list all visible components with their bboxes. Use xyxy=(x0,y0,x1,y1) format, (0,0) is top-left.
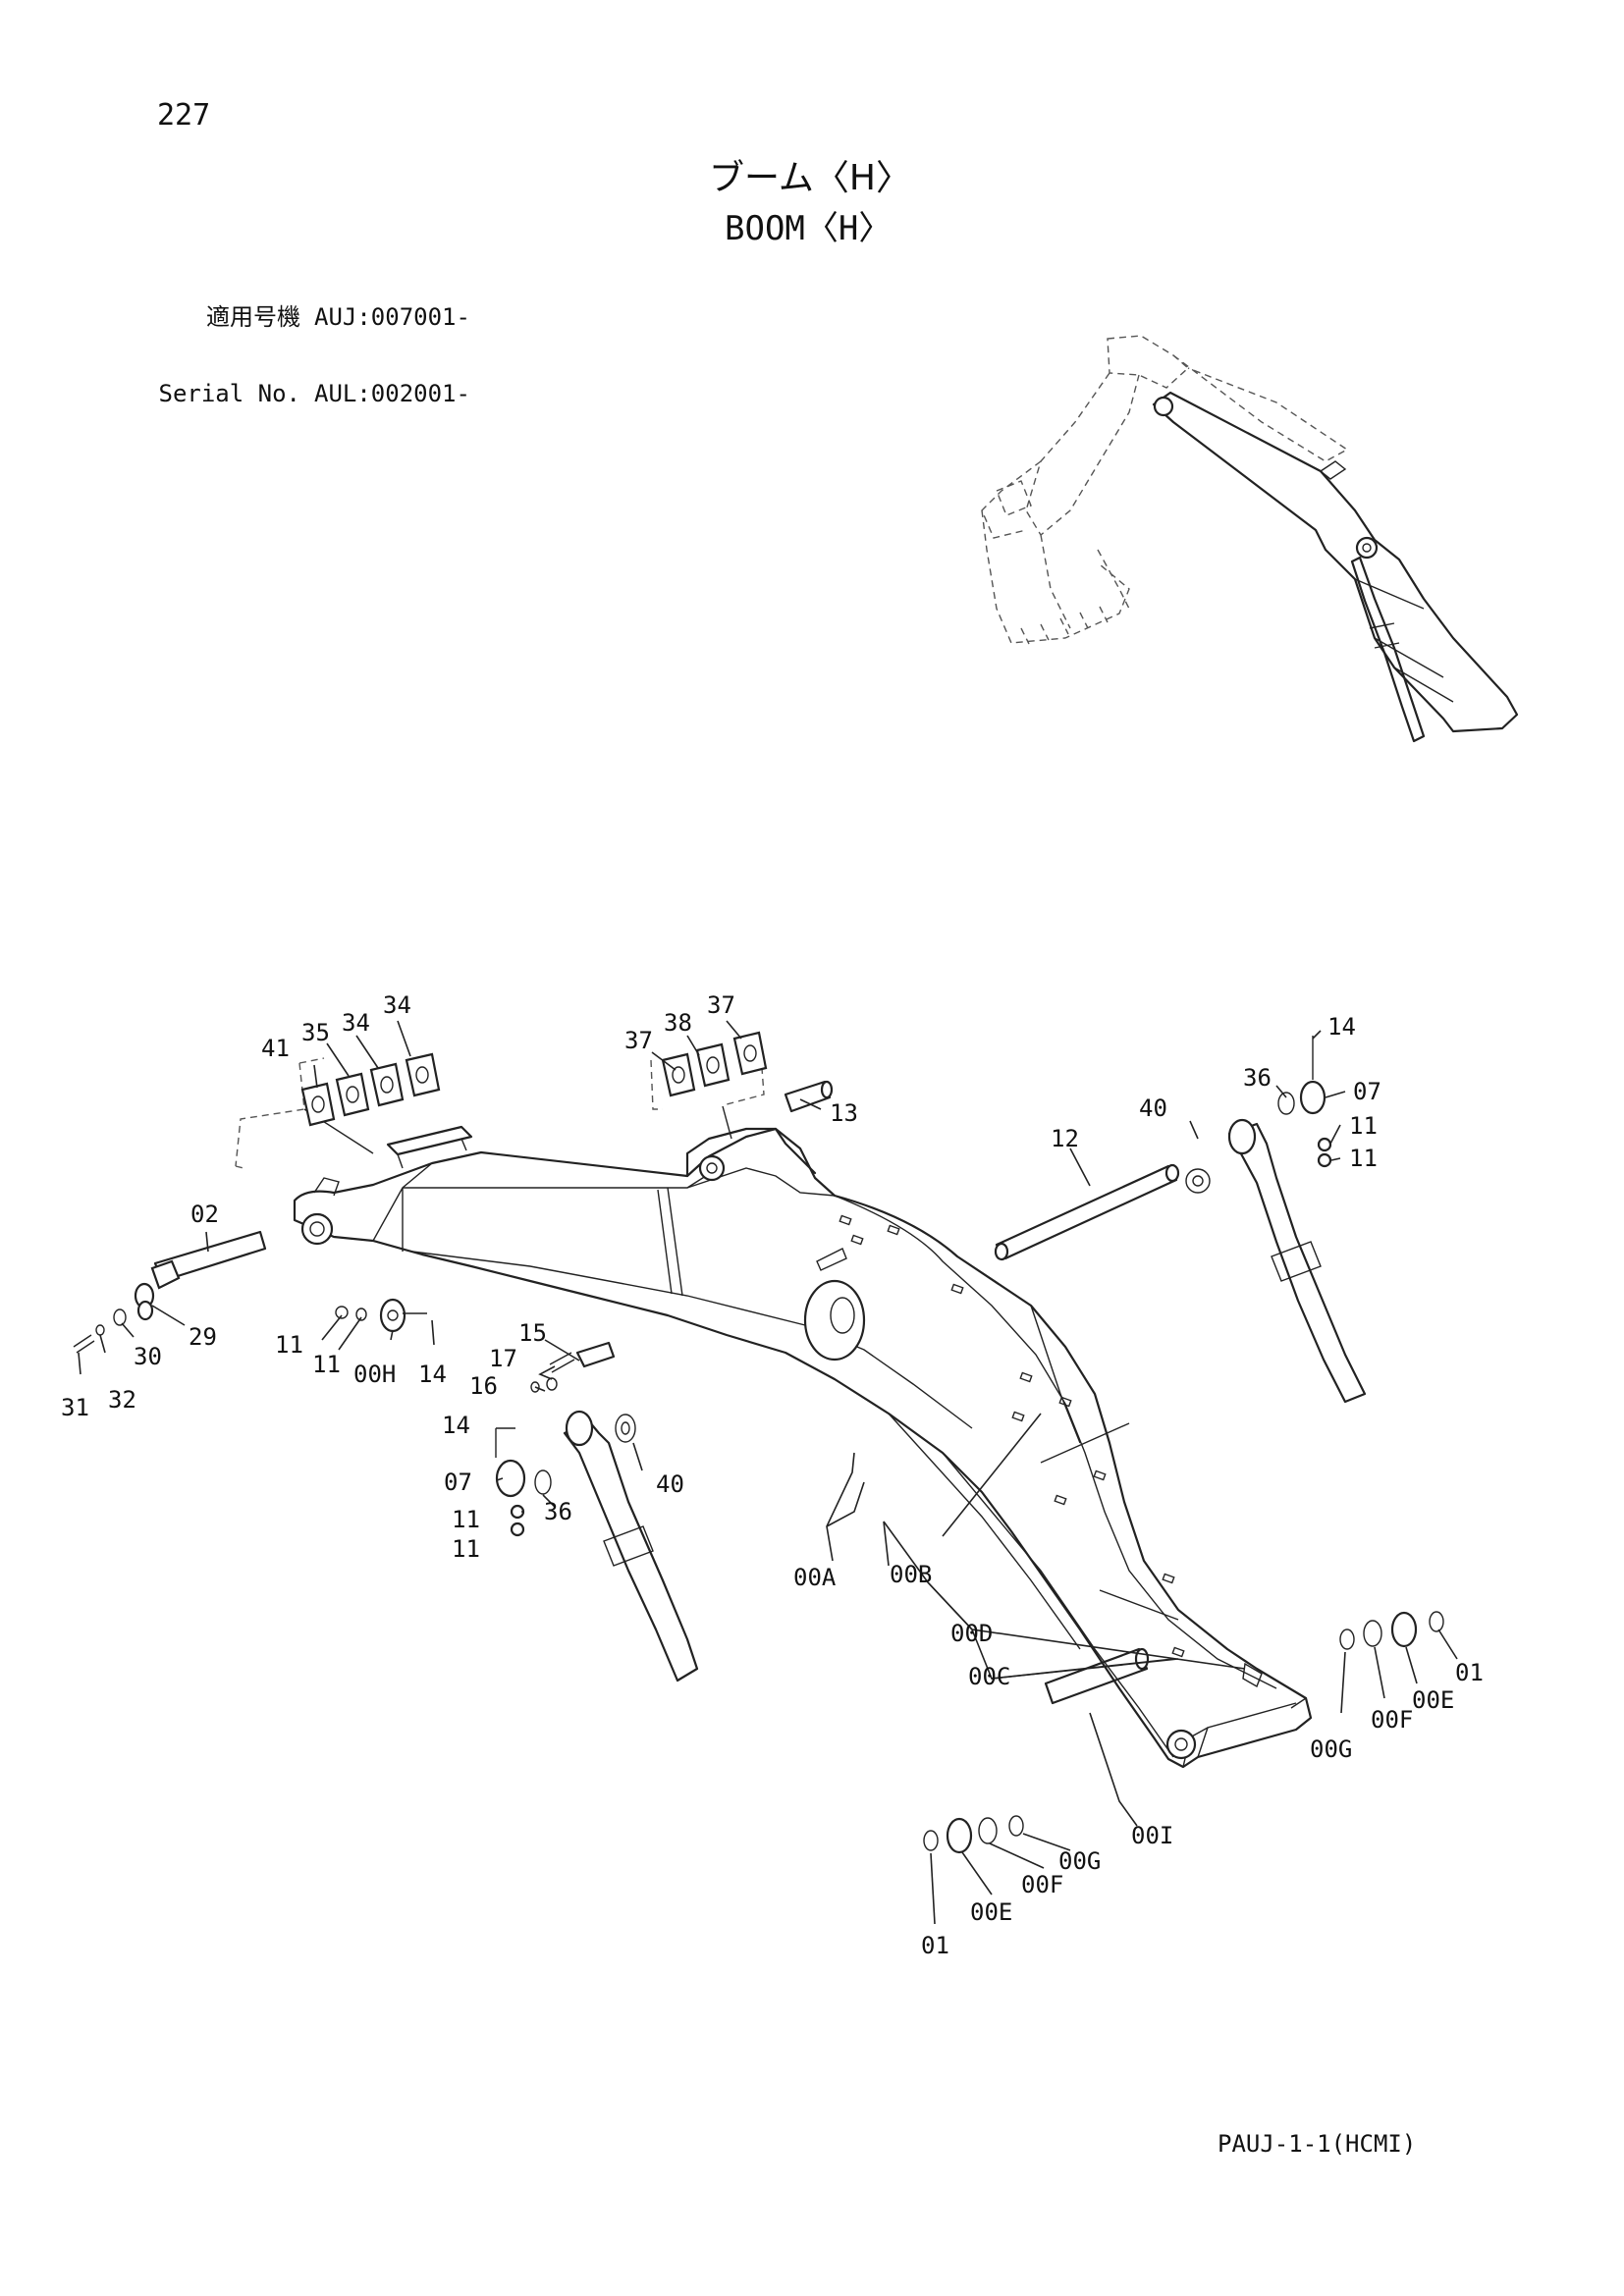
callout-01-lower: 01 xyxy=(921,1932,949,1959)
callout-17: 17 xyxy=(489,1345,517,1372)
machine-overview-sketch xyxy=(981,335,1519,743)
callout-00B: 00B xyxy=(890,1561,932,1588)
leader-lines xyxy=(78,1020,1458,1925)
callout-14-lower: 14 xyxy=(442,1412,470,1439)
callout-11-left-a: 11 xyxy=(275,1331,303,1359)
serial-label: Serial No. xyxy=(158,380,301,407)
loose-parts xyxy=(73,1036,1444,1854)
callout-00C: 00C xyxy=(968,1663,1010,1690)
callout-40-lower: 40 xyxy=(656,1470,684,1498)
serial-block: 適用号機 AUJ:007001- Serial No. AUL:002001- xyxy=(157,253,470,432)
callout-34: 34 xyxy=(342,1009,370,1037)
applicable-label: 適用号機 xyxy=(206,303,300,331)
callout-00D: 00D xyxy=(950,1620,993,1647)
callout-14-right: 14 xyxy=(1327,1013,1356,1041)
callout-36-right: 36 xyxy=(1243,1064,1272,1092)
callout-02: 02 xyxy=(190,1201,219,1228)
callout-00F-right: 00F xyxy=(1371,1706,1413,1734)
title-japanese: ブーム〈H〉 xyxy=(709,158,911,198)
callout-00A: 00A xyxy=(793,1564,837,1591)
title-english: BOOM〈H〉 xyxy=(725,209,893,248)
callout-labels: 41 35 34 34 37 38 37 13 12 40 14 36 07 1… xyxy=(61,991,1484,1959)
callout-34-upper: 34 xyxy=(383,991,411,1019)
callout-13: 13 xyxy=(830,1099,858,1127)
serial-value: AUL:002001- xyxy=(314,380,470,407)
callout-35: 35 xyxy=(301,1019,330,1046)
applicable-row: 適用号機 AUJ:007001- xyxy=(157,304,470,330)
callout-36-lower: 36 xyxy=(544,1498,572,1525)
boom-body xyxy=(293,1125,1313,1769)
callout-00E-lower: 00E xyxy=(970,1898,1012,1926)
callout-00I: 00I xyxy=(1131,1822,1173,1849)
callout-00G-right: 00G xyxy=(1310,1735,1352,1763)
callout-01-right: 01 xyxy=(1455,1659,1484,1686)
callout-00F-lower: 00F xyxy=(1021,1871,1063,1898)
callout-00E-right: 00E xyxy=(1412,1686,1454,1714)
page-number: 227 xyxy=(157,98,211,133)
shim-plate-groups xyxy=(235,1031,768,1169)
callout-41: 41 xyxy=(261,1035,290,1062)
callout-29: 29 xyxy=(189,1323,217,1351)
callout-11-lower-b: 11 xyxy=(452,1535,480,1563)
callout-00G-lower: 00G xyxy=(1058,1847,1101,1875)
callout-32: 32 xyxy=(108,1386,136,1414)
callout-40-right: 40 xyxy=(1139,1095,1167,1122)
callout-14-left: 14 xyxy=(418,1361,447,1388)
document-code: PAUJ-1-1(HCMI) xyxy=(1218,2130,1417,2158)
callout-37: 37 xyxy=(624,1027,653,1054)
callout-11-right-a: 11 xyxy=(1349,1112,1378,1140)
callout-00H: 00H xyxy=(353,1361,396,1388)
callout-30: 30 xyxy=(134,1343,162,1370)
callout-16: 16 xyxy=(469,1372,498,1400)
callout-15: 15 xyxy=(518,1319,547,1347)
serial-row: Serial No. AUL:002001- xyxy=(157,381,470,406)
callout-11-left-b: 11 xyxy=(312,1351,341,1378)
callout-12: 12 xyxy=(1051,1125,1079,1152)
callout-38: 38 xyxy=(664,1009,692,1037)
callout-31: 31 xyxy=(61,1394,89,1421)
callout-07-lower: 07 xyxy=(444,1468,472,1496)
applicable-value: AUJ:007001- xyxy=(314,303,470,331)
callout-37-upper: 37 xyxy=(707,991,735,1019)
callout-07-right: 07 xyxy=(1353,1078,1381,1105)
callout-11-right-b: 11 xyxy=(1349,1145,1378,1172)
callout-11-lower-a: 11 xyxy=(452,1506,480,1533)
